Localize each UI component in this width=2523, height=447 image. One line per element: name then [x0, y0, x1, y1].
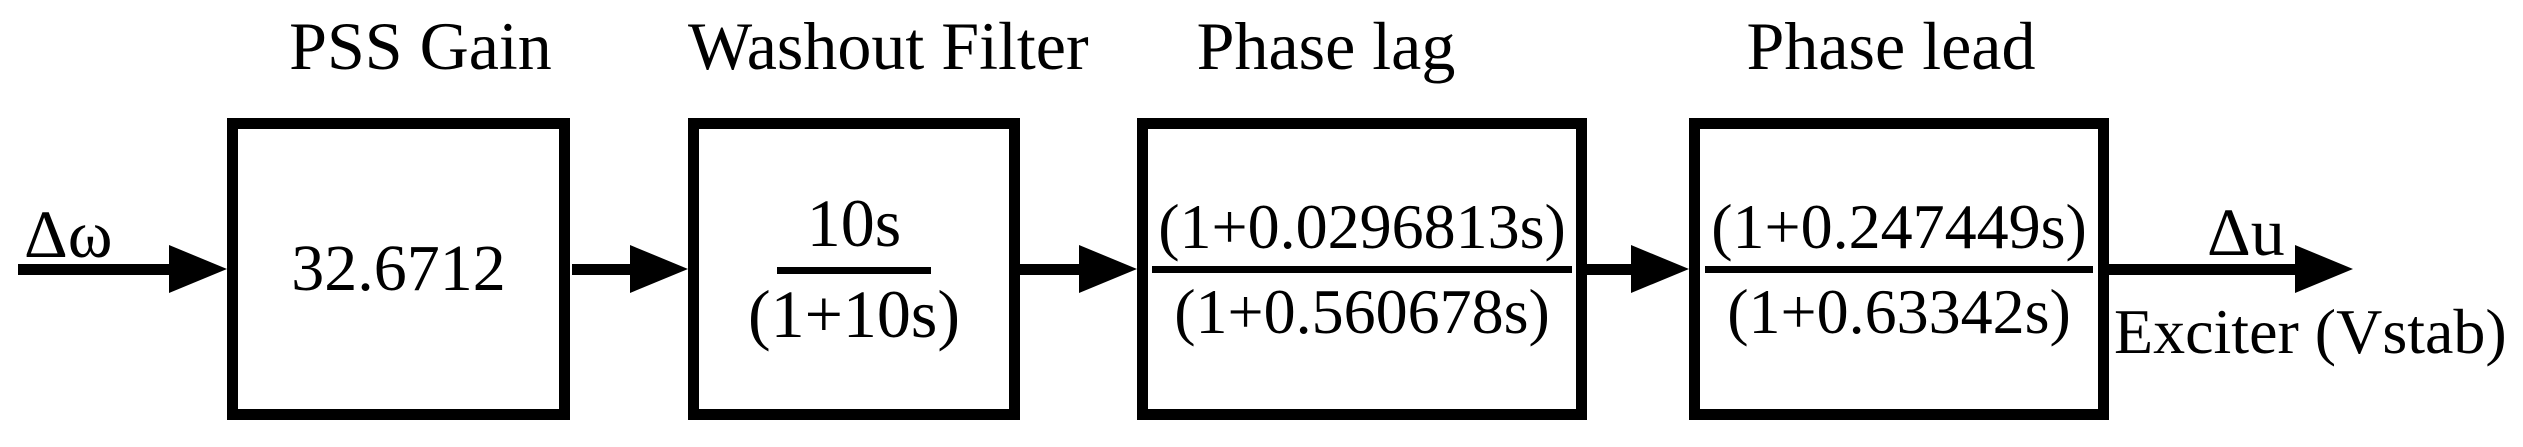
block-title-phase-lead: Phase lead [1746, 8, 2036, 84]
input-flow-arrow [18, 245, 227, 293]
arrow-shaft [1587, 264, 1637, 275]
block-title-pss-gain: PSS Gain [289, 8, 552, 84]
arrow-shaft [572, 264, 636, 275]
arrowhead-icon [169, 245, 227, 293]
arrowhead-icon [1079, 245, 1137, 293]
block-phase-lead: (1+0.247449s) (1+0.63342s) [1689, 118, 2109, 420]
block-pss-gain: 32.6712 [227, 118, 570, 420]
output-flow-arrow [2109, 245, 2353, 293]
numerator: (1+0.247449s) [1705, 192, 2093, 273]
block-title-phase-lag: Phase lag [1196, 8, 1456, 84]
flow-arrow-1 [572, 245, 688, 293]
arrow-shaft [2109, 264, 2301, 275]
gain-value: 32.6712 [291, 232, 506, 305]
transfer-function: 10s (1+10s) [747, 186, 961, 352]
denominator: (1+0.63342s) [1727, 275, 2071, 347]
numerator: (1+0.0296813s) [1152, 192, 1572, 273]
output-destination-label: Exciter (Vstab) [2114, 296, 2507, 367]
block-phase-lag: (1+0.0296813s) (1+0.560678s) [1137, 118, 1587, 420]
output-signal-label: Δu [2207, 194, 2285, 270]
transfer-function: (1+0.0296813s) (1+0.560678s) [1152, 192, 1572, 347]
denominator: (1+10s) [747, 275, 961, 352]
numerator: 10s [776, 186, 932, 274]
arrowhead-icon [1631, 245, 1689, 293]
arrow-shaft [18, 264, 175, 275]
input-signal-label: Δω [24, 196, 113, 272]
block-title-washout-filter: Washout Filter [688, 8, 1089, 84]
denominator: (1+0.560678s) [1174, 275, 1550, 347]
flow-arrow-2 [1020, 245, 1137, 293]
block-washout-filter: 10s (1+10s) [688, 118, 1020, 420]
flow-arrow-3 [1587, 245, 1689, 293]
transfer-function: (1+0.247449s) (1+0.63342s) [1705, 192, 2093, 347]
arrowhead-icon [2295, 245, 2353, 293]
arrow-shaft [1020, 264, 1085, 275]
arrowhead-icon [630, 245, 688, 293]
